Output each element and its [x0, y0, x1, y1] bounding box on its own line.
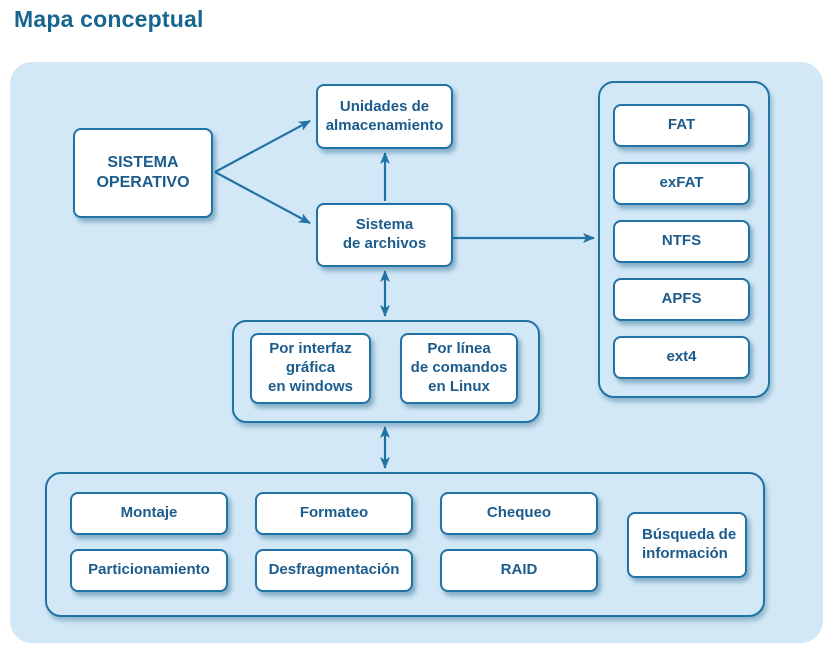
node-unidades-almacenamiento: Unidades de almacenamiento	[316, 84, 453, 149]
arrow-so-to-sistema-archivos	[214, 171, 311, 224]
node-linea-comandos: Por línea de comandos en Linux	[400, 333, 518, 404]
node-busqueda-informacion: Búsqueda de información	[627, 512, 747, 578]
node-fat: FAT	[613, 104, 750, 147]
node-formateo: Formateo	[255, 492, 413, 535]
page-title: Mapa conceptual	[14, 6, 204, 32]
node-sistema-operativo: SISTEMA OPERATIVO	[73, 128, 213, 218]
node-montaje: Montaje	[70, 492, 228, 535]
node-raid: RAID	[440, 549, 598, 592]
node-desfragmentacion: Desfragmentación	[255, 549, 413, 592]
node-ext4: ext4	[613, 336, 750, 379]
node-apfs: APFS	[613, 278, 750, 321]
node-exfat: exFAT	[613, 162, 750, 205]
node-interfaz-grafica: Por interfaz gráfica en windows	[250, 333, 371, 404]
node-particionamiento: Particionamiento	[70, 549, 228, 592]
node-ntfs: NTFS	[613, 220, 750, 263]
arrow-so-to-unidades	[214, 120, 311, 173]
diagram-canvas: SISTEMA OPERATIVO Unidades de almacenami…	[10, 62, 823, 643]
node-sistema-archivos: Sistema de archivos	[316, 203, 453, 267]
node-chequeo: Chequeo	[440, 492, 598, 535]
